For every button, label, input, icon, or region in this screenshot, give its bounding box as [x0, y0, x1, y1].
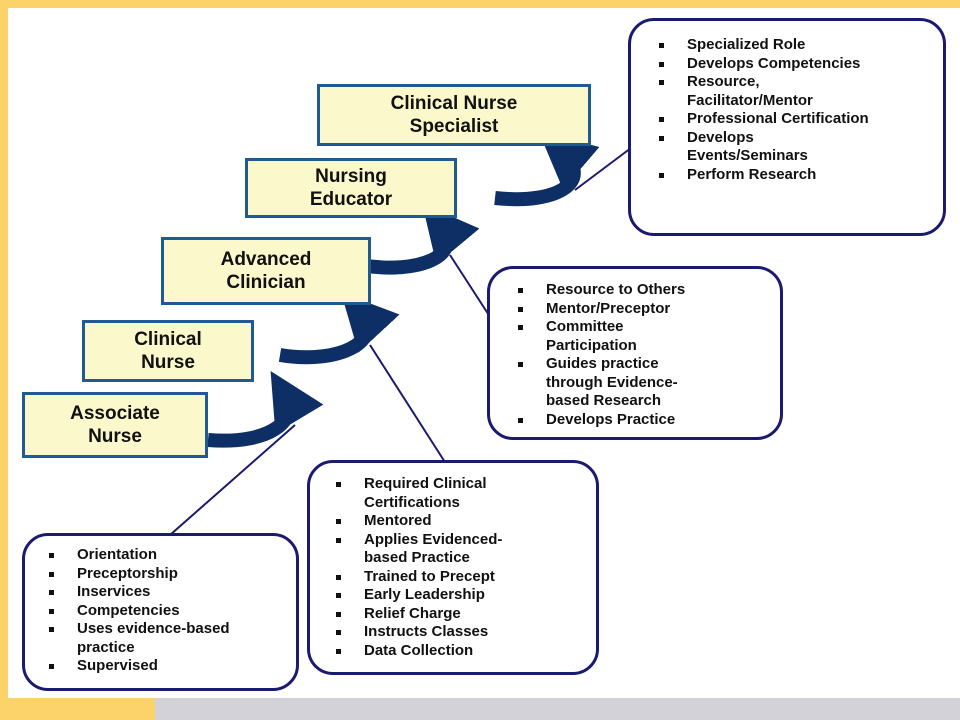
leader-line-specialist — [574, 144, 636, 191]
step-associate-nurse: Associate Nurse — [22, 392, 208, 458]
callout-associate-nurse: Orientation Preceptorship Inservices Com… — [22, 533, 299, 691]
list-item: Guides practice through Evidence- based … — [518, 355, 780, 411]
step-label: Associate Nurse — [70, 403, 160, 447]
list-item: Develops Competencies — [659, 55, 943, 74]
list-item: Committee Participation — [518, 318, 780, 355]
list-item: Required Clinical Certifications — [336, 475, 596, 512]
list-item: Resource, Facilitator/Mentor — [659, 73, 943, 110]
step-arrow-1 — [207, 370, 324, 448]
list-item: Inservices — [49, 583, 296, 602]
list-item: Data Collection — [336, 642, 596, 661]
list-item: Preceptorship — [49, 565, 296, 584]
list-item: Trained to Precept — [336, 568, 596, 587]
callout-clinical-nurse-specialist: Specialized Role Develops Competencies R… — [628, 18, 946, 236]
bottom-accent-bar — [0, 698, 155, 720]
step-arrow-2 — [278, 292, 400, 365]
callout-advanced-clinician: Resource to Others Mentor/Preceptor Comm… — [487, 266, 783, 440]
step-clinical-nurse: Clinical Nurse — [82, 320, 254, 382]
step-label: Nursing Educator — [309, 166, 393, 210]
step-label: Clinical Nurse — [134, 329, 202, 373]
callout-list: Specialized Role Develops Competencies R… — [659, 36, 943, 185]
list-item: Mentor/Preceptor — [518, 300, 780, 319]
list-item: Applies Evidenced- based Practice — [336, 531, 596, 568]
step-label: Clinical Nurse Specialist — [390, 93, 518, 137]
callout-list: Orientation Preceptorship Inservices Com… — [49, 546, 296, 676]
step-advanced-clinician: Advanced Clinician — [161, 237, 371, 305]
callout-list: Resource to Others Mentor/Preceptor Comm… — [518, 281, 780, 430]
step-nursing-educator: Nursing Educator — [245, 158, 457, 218]
list-item: Specialized Role — [659, 36, 943, 55]
step-clinical-nurse-specialist: Clinical Nurse Specialist — [317, 84, 591, 146]
list-item: Develops Practice — [518, 411, 780, 430]
bottom-gray-bar — [155, 698, 960, 720]
callout-clinical-nurse: Required Clinical Certifications Mentore… — [307, 460, 599, 675]
list-item: Uses evidence-based practice — [49, 620, 296, 657]
list-item: Orientation — [49, 546, 296, 565]
list-item: Professional Certification — [659, 110, 943, 129]
list-item: Instructs Classes — [336, 623, 596, 642]
list-item: Early Leadership — [336, 586, 596, 605]
list-item: Perform Research — [659, 166, 943, 185]
list-item: Resource to Others — [518, 281, 780, 300]
list-item: Competencies — [49, 602, 296, 621]
leader-line-associate — [169, 424, 296, 536]
list-item: Relief Charge — [336, 605, 596, 624]
list-item: Mentored — [336, 512, 596, 531]
callout-list: Required Clinical Certifications Mentore… — [336, 475, 596, 661]
step-arrow-4 — [494, 131, 600, 207]
list-item: Develops Events/Seminars — [659, 129, 943, 166]
step-label: Advanced Clinician — [220, 249, 312, 293]
leader-line-clinical — [369, 344, 451, 471]
step-arrow-3 — [358, 203, 480, 275]
list-item: Supervised — [49, 657, 296, 676]
